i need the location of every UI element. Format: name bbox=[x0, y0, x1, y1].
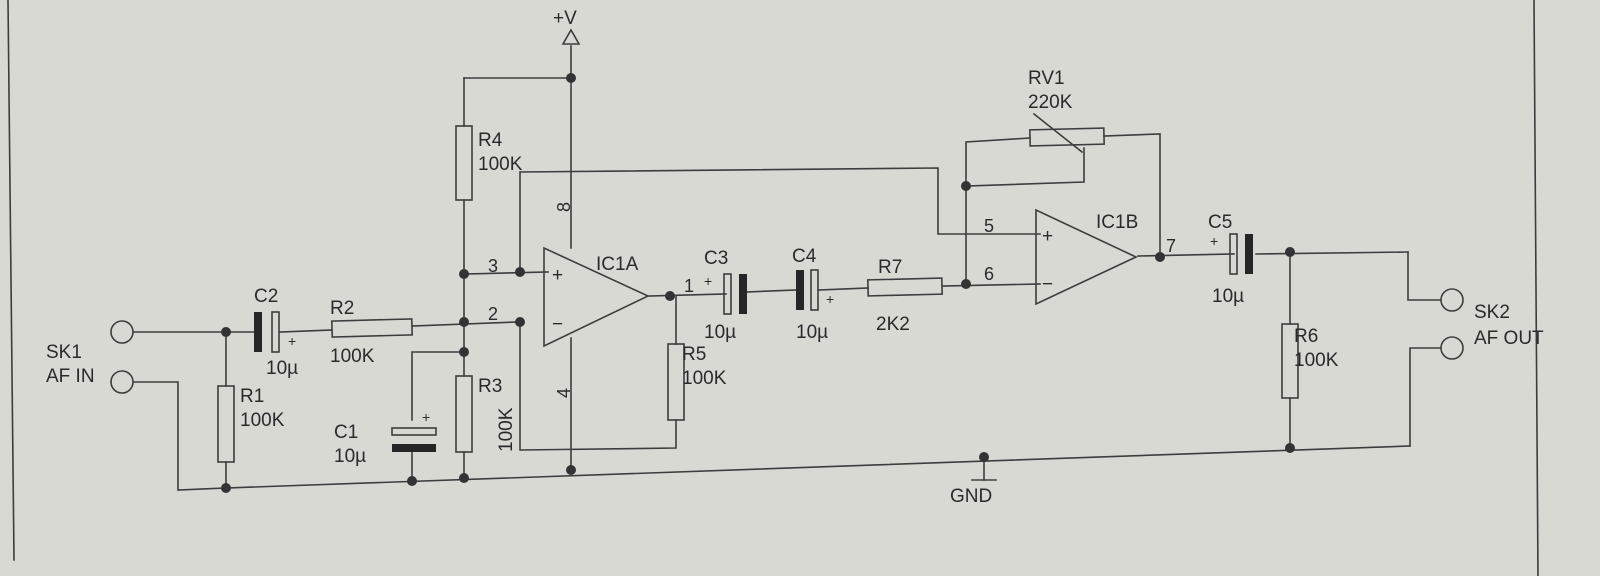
ic1b-pin-noninv: 5 bbox=[984, 216, 994, 236]
opamp-ic1b-body bbox=[1035, 208, 1138, 306]
sk2-label: AF OUT bbox=[1474, 328, 1544, 349]
c4-value: 10µ bbox=[796, 322, 828, 343]
r6-ref: R6 bbox=[1294, 326, 1318, 347]
resistor-r1: R1 100K bbox=[217, 385, 285, 463]
c5-ref: C5 bbox=[1208, 212, 1232, 233]
sk1-ground-jack bbox=[110, 370, 134, 394]
c5-polarity: + bbox=[1210, 233, 1218, 249]
c2-ref: C2 bbox=[254, 286, 278, 307]
potentiometer-rv1: RV1 220K bbox=[1028, 68, 1106, 154]
capacitor-c4: + C4 10µ bbox=[792, 246, 834, 343]
r4-value: 100K bbox=[478, 154, 523, 175]
ic1a-pin-gnd: 4 bbox=[554, 388, 574, 398]
c5-value: 10µ bbox=[1212, 286, 1244, 307]
resistor-r3: R3 100K bbox=[455, 375, 517, 453]
resistor-r5: R5 100K bbox=[667, 343, 727, 421]
c1-value: 10µ bbox=[334, 446, 366, 467]
ic1a-minus-sign: − bbox=[552, 314, 563, 335]
connector-sk1: SK1 AF IN bbox=[46, 320, 134, 394]
sk1-ref: SK1 bbox=[46, 342, 82, 363]
ic1b-minus-sign: − bbox=[1042, 274, 1053, 295]
r3-value: 100K bbox=[496, 407, 517, 452]
c2-value: 10µ bbox=[266, 358, 298, 379]
rv1-ref: RV1 bbox=[1028, 68, 1065, 89]
junctions bbox=[221, 73, 1295, 493]
c1-ref: C1 bbox=[334, 422, 358, 443]
r7-value: 2K2 bbox=[876, 314, 910, 335]
ground-label: GND bbox=[950, 486, 992, 507]
r3-ref: R3 bbox=[478, 376, 502, 397]
r2-ref: R2 bbox=[330, 298, 354, 319]
capacitor-c1: + C1 10µ bbox=[334, 409, 437, 467]
resistor-r6: R6 100K bbox=[1281, 323, 1339, 399]
c3-polarity: + bbox=[704, 273, 712, 289]
r6-value: 100K bbox=[1294, 350, 1339, 371]
ic1a-pin-inv: 2 bbox=[488, 304, 498, 324]
ic1b-ref: IC1B bbox=[1096, 212, 1138, 233]
opamp-ic1b: + − IC1B 5 6 7 bbox=[984, 208, 1176, 306]
r2-value: 100K bbox=[330, 346, 375, 367]
resistor-r2: R2 100K bbox=[330, 298, 414, 367]
c1-polarity: + bbox=[422, 409, 430, 425]
ic1a-ref: IC1A bbox=[596, 254, 639, 275]
sk2-ground-jack bbox=[1440, 336, 1464, 360]
c3-value: 10µ bbox=[704, 322, 736, 343]
r1-ref: R1 bbox=[240, 386, 264, 407]
connector-sk2: SK2 AF OUT bbox=[1440, 288, 1544, 360]
r5-value: 100K bbox=[682, 368, 727, 389]
sk2-signal-jack bbox=[1440, 288, 1464, 312]
sk1-signal-jack bbox=[110, 320, 134, 344]
c4-ref: C4 bbox=[792, 246, 817, 267]
resistor-r7: R7 2K2 bbox=[866, 257, 944, 335]
ic1b-pin-inv: 6 bbox=[984, 264, 994, 284]
capacitor-c5: + C5 10µ bbox=[1208, 212, 1253, 307]
opamp-ic1a-body bbox=[543, 246, 650, 348]
capacitor-c3: + C3 10µ bbox=[704, 248, 747, 343]
r7-ref: R7 bbox=[878, 257, 902, 278]
r4-ref: R4 bbox=[478, 130, 503, 151]
c3-ref: C3 bbox=[704, 248, 728, 269]
capacitor-c2: + C2 10µ bbox=[254, 286, 298, 379]
rv1-value: 220K bbox=[1028, 92, 1073, 113]
wires bbox=[132, 45, 1445, 491]
resistor-r4: R4 100K bbox=[455, 125, 523, 201]
r5-ref: R5 bbox=[682, 344, 706, 365]
ic1b-pin-out: 7 bbox=[1166, 236, 1176, 256]
c4-polarity: + bbox=[826, 291, 834, 307]
ic1a-plus-sign: + bbox=[552, 265, 563, 286]
vplus-supply: +V bbox=[553, 8, 581, 45]
r1-value: 100K bbox=[240, 410, 285, 431]
sk1-label: AF IN bbox=[46, 366, 95, 387]
ic1a-pin-vcc: 8 bbox=[554, 202, 574, 212]
ic1a-pin-out: 1 bbox=[684, 276, 694, 296]
vplus-label: +V bbox=[553, 8, 577, 29]
sk2-ref: SK2 bbox=[1474, 302, 1510, 323]
ic1a-pin-noninv: 3 bbox=[488, 256, 498, 276]
ic1b-plus-sign: + bbox=[1042, 226, 1053, 247]
opamp-ic1a: + − IC1A 3 2 1 8 4 bbox=[488, 202, 694, 398]
page-border bbox=[7, 0, 1539, 576]
c2-polarity: + bbox=[288, 333, 296, 349]
